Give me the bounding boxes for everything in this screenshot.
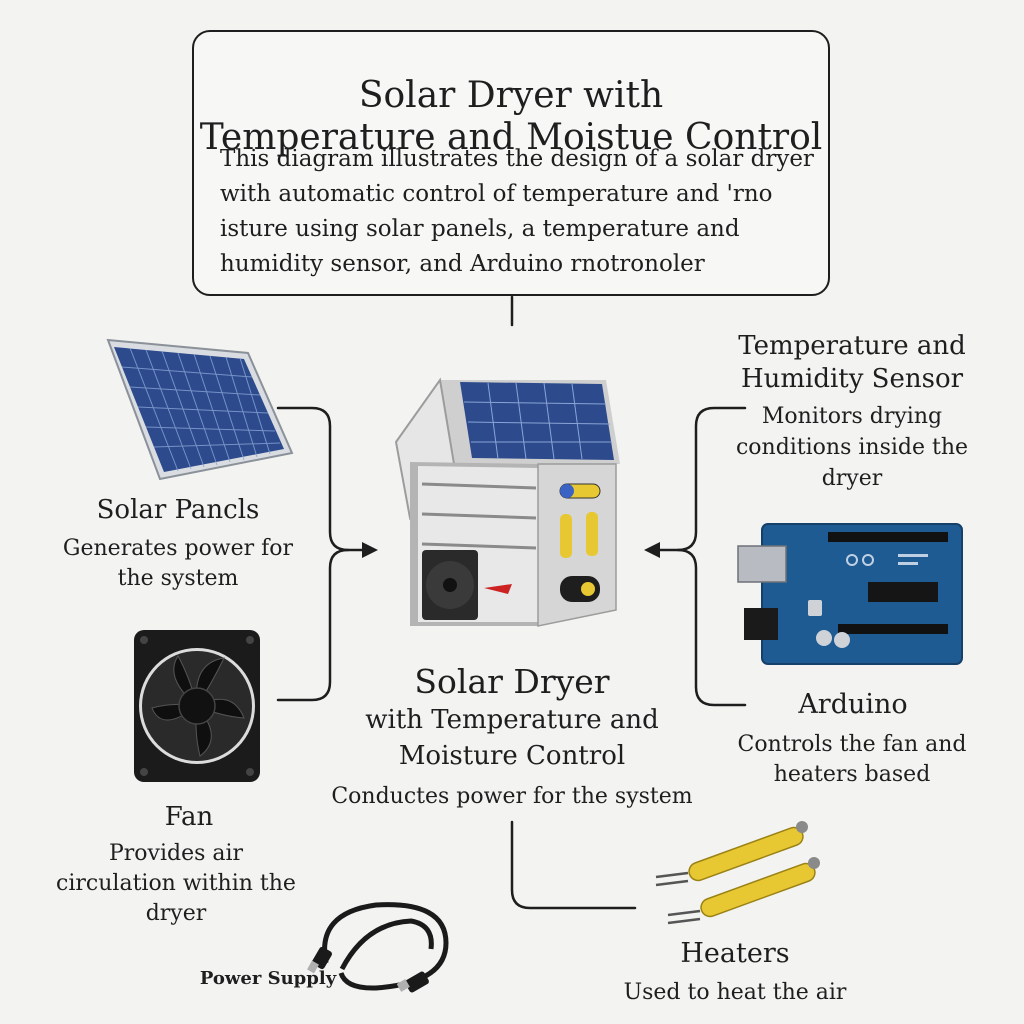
solar-panel-image	[106, 338, 294, 481]
sensor-label-1: Temperature and	[738, 331, 966, 361]
fan-desc-2: circulation within the	[56, 871, 296, 896]
heaters-desc: Used to heat the air	[623, 980, 847, 1005]
dryer-desc: Conductes power for the system	[331, 784, 693, 809]
power-cable-image	[307, 902, 449, 993]
description-line-3: isture using solar panels, a temperature…	[220, 216, 740, 242]
dryer-label-3: Moisture Control	[398, 741, 626, 771]
title-line-2: Temperature and Moistue Control	[199, 117, 823, 158]
fan-label: Fan	[164, 802, 214, 832]
description-line-4: humidity sensor, and Arduino rnotronoler	[220, 251, 705, 277]
sensor-label-2: Humidity Sensor	[740, 364, 964, 394]
fan-desc-3: dryer	[145, 901, 207, 926]
sensor-desc-2: conditions inside the	[735, 435, 969, 460]
arduino-label: Arduino	[798, 689, 908, 720]
fan-desc-1: Provides air	[108, 841, 244, 866]
fan-image	[134, 630, 260, 782]
power-supply-label: Power Supply	[199, 968, 337, 989]
arduino-desc-1: Controls the fan and	[737, 732, 967, 757]
dryer-label-1: Solar Dryer	[414, 662, 610, 701]
solar-dryer-image	[394, 377, 620, 627]
description-line-1: This diagram illustrates the design of a…	[220, 146, 814, 172]
arduino-image	[737, 523, 963, 665]
solar-panels-desc-1: Generates power for	[62, 536, 294, 561]
sensor-desc-1: Monitors drying	[761, 404, 943, 429]
sensor-desc-3: dryer	[821, 466, 883, 491]
solar-panels-label: Solar Pancls	[96, 495, 260, 525]
arduino-desc-2: heaters based	[773, 762, 931, 787]
heaters-label: Heaters	[680, 938, 790, 969]
solar-panels-desc-2: the system	[117, 566, 239, 591]
heaters-image	[655, 821, 820, 925]
title-line-1: Solar Dryer with	[358, 75, 664, 116]
description-line-2: with automatic control of temperature an…	[220, 181, 773, 207]
title-box: Solar Dryer with Temperature and Moistue…	[192, 30, 830, 296]
dryer-label-2: with Temperature and	[365, 705, 659, 735]
